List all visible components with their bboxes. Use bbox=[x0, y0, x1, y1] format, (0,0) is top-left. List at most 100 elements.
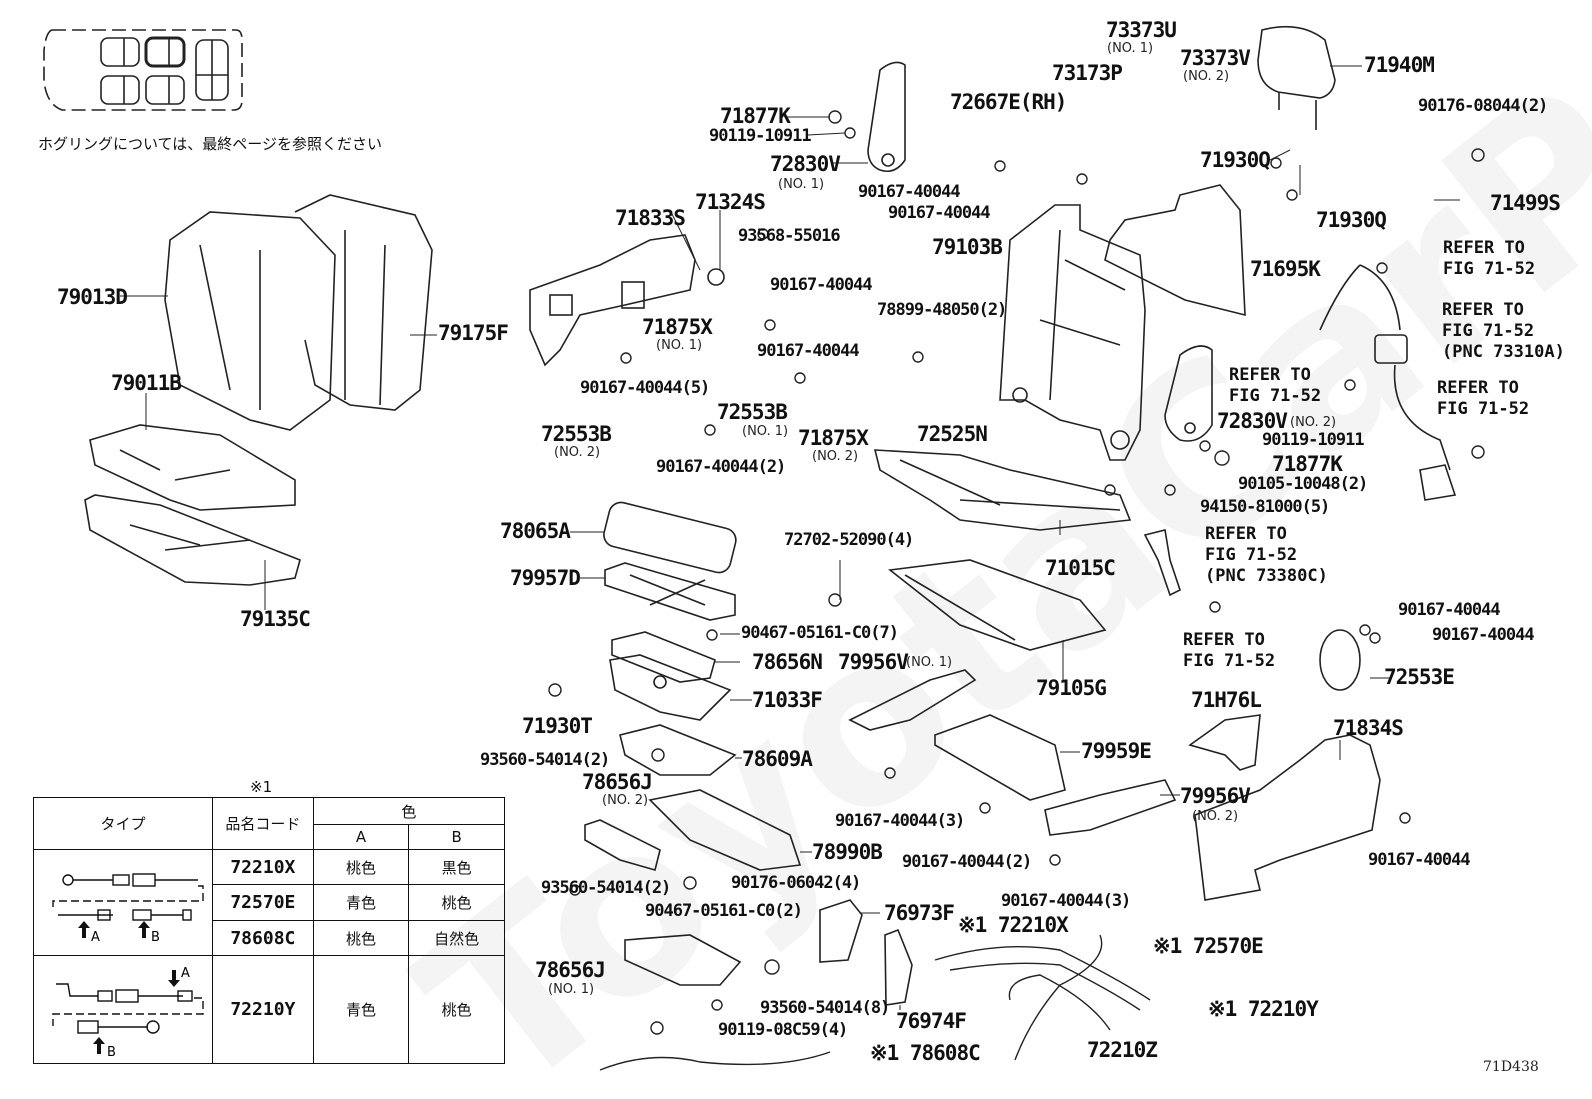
part-label-78990B[interactable]: 78990B bbox=[812, 840, 883, 864]
part-label-90467-05161-2[interactable]: 90467-05161-C0(2) bbox=[645, 901, 803, 921]
part-label-72210X[interactable]: ※1 72210X bbox=[958, 913, 1069, 937]
part-label-79956V-no1[interactable]: 79956V bbox=[838, 650, 909, 674]
part-label-90167-40044-d[interactable]: 90167-40044 bbox=[757, 341, 860, 361]
part-label-72702-52090[interactable]: 72702-52090(4) bbox=[784, 530, 914, 550]
part-label-90167-40044-3a[interactable]: 90167-40044(3) bbox=[835, 811, 965, 831]
part-label-72210Y[interactable]: ※1 72210Y bbox=[1208, 997, 1319, 1021]
bracket-71033F bbox=[609, 654, 732, 721]
part-label-72667E[interactable]: 72667E(RH) bbox=[950, 90, 1067, 114]
part-label-90105-10048[interactable]: 90105-10048(2) bbox=[1238, 474, 1368, 494]
part-label-79013D[interactable]: 79013D bbox=[57, 285, 128, 309]
part-label-90176-06042[interactable]: 90176-06042(4) bbox=[731, 873, 861, 893]
part-label-79105G[interactable]: 79105G bbox=[1036, 676, 1107, 700]
part-label-90119-10911-lower[interactable]: 90119-10911 bbox=[1262, 430, 1365, 450]
refer-note-retractor[interactable]: REFER TO FIG 71-52 (PNC 73310A) bbox=[1442, 300, 1565, 362]
cushion-frame-79957D bbox=[604, 562, 736, 621]
part-label-71H76L[interactable]: 71H76L bbox=[1191, 688, 1262, 712]
part-label-72553E[interactable]: 72553E bbox=[1384, 665, 1455, 689]
part-label-78656J-no2[interactable]: 78656J bbox=[582, 770, 653, 794]
part-label-79011B[interactable]: 79011B bbox=[111, 371, 182, 395]
part-label-71875X-no2[interactable]: 71875X bbox=[798, 426, 869, 450]
legend-row: A B 72210Y 青色 桃色 bbox=[33, 955, 505, 1064]
part-label-90167-40044-c[interactable]: 90167-40044 bbox=[770, 275, 873, 295]
part-label-90167-40044-e[interactable]: 90167-40044 bbox=[1398, 600, 1501, 620]
part-label-90467-05161-7[interactable]: 90467-05161-C0(7) bbox=[741, 623, 899, 643]
part-label-94150-81000[interactable]: 94150-81000(5) bbox=[1200, 497, 1330, 517]
part-label-71930T[interactable]: 71930T bbox=[522, 714, 593, 738]
refer-note-buckle-bolt[interactable]: REFER TO FIG 71-52 bbox=[1183, 630, 1276, 671]
legend-row: A B 72210X 桃色 黒色 bbox=[33, 849, 505, 956]
part-label-71930Q-a[interactable]: 71930Q bbox=[1200, 148, 1271, 172]
part-label-90167-40044-5[interactable]: 90167-40044(5) bbox=[580, 378, 710, 398]
part-label-90167-40044-2b[interactable]: 90167-40044(2) bbox=[902, 852, 1032, 872]
legend-header-code: 品名コード bbox=[211, 797, 314, 850]
legend-code[interactable]: 78608C bbox=[211, 920, 314, 956]
part-label-90119-10911-upper[interactable]: 90119-10911 bbox=[709, 126, 812, 146]
part-label-76974F[interactable]: 76974F bbox=[896, 1009, 967, 1033]
part-label-78656J-no1[interactable]: 78656J bbox=[535, 958, 606, 982]
part-label-90167-40044-b[interactable]: 90167-40044 bbox=[888, 203, 991, 223]
part-label-72830V-no2[interactable]: 72830V bbox=[1217, 409, 1288, 433]
refer-note-belt-anchor[interactable]: REFER TO FIG 71-52 bbox=[1443, 238, 1536, 279]
part-label-71877K-upper[interactable]: 71877K bbox=[720, 104, 791, 128]
part-label-79135C[interactable]: 79135C bbox=[240, 607, 311, 631]
part-label-93560-54014-8[interactable]: 93560-54014(8) bbox=[760, 998, 890, 1018]
part-label-71015C[interactable]: 71015C bbox=[1045, 556, 1116, 580]
legend-code[interactable]: 72570E bbox=[211, 884, 314, 921]
seat-side-shield-71834S bbox=[1194, 734, 1381, 901]
refer-note-buckle[interactable]: REFER TO FIG 71-52 (PNC 73380C) bbox=[1205, 524, 1328, 586]
part-label-78608C[interactable]: ※1 78608C bbox=[870, 1041, 981, 1065]
legend-code[interactable]: 72210Y bbox=[211, 955, 314, 1064]
part-label-93560-54014-2b[interactable]: 93560-54014(2) bbox=[541, 878, 671, 898]
part-label-79175F[interactable]: 79175F bbox=[438, 321, 509, 345]
part-label-93560-54014-2a[interactable]: 93560-54014(2) bbox=[480, 750, 610, 770]
part-label-90167-40044-2a[interactable]: 90167-40044(2) bbox=[656, 457, 786, 477]
cable-type-1-icon: A B bbox=[52, 872, 204, 945]
part-label-71695K[interactable]: 71695K bbox=[1250, 257, 1321, 281]
part-label-73373U[interactable]: 73373U bbox=[1106, 18, 1177, 42]
refer-note-lower-anchor[interactable]: REFER TO FIG 71-52 bbox=[1437, 378, 1530, 419]
part-label-72210Z[interactable]: 72210Z bbox=[1087, 1038, 1158, 1062]
part-label-78609A[interactable]: 78609A bbox=[742, 747, 813, 771]
legend-code[interactable]: 72210X bbox=[211, 849, 314, 885]
part-label-78899-48050[interactable]: 78899-48050(2) bbox=[877, 300, 1007, 320]
part-label-76973F[interactable]: 76973F bbox=[884, 901, 955, 925]
panel-76974F bbox=[884, 928, 913, 1006]
part-label-71834S[interactable]: 71834S bbox=[1333, 716, 1404, 740]
legend-color-a: 青色 bbox=[312, 955, 410, 1064]
bracket-71H76L bbox=[1188, 714, 1261, 771]
part-label-79956V-no2[interactable]: 79956V bbox=[1180, 784, 1251, 808]
refer-note-retractor-bolt[interactable]: REFER TO FIG 71-52 bbox=[1229, 365, 1322, 406]
part-label-72570E[interactable]: ※1 72570E bbox=[1153, 934, 1264, 958]
part-label-73173P[interactable]: 73173P bbox=[1052, 61, 1123, 85]
part-label-90167-40044-f[interactable]: 90167-40044 bbox=[1432, 625, 1535, 645]
part-label-79959E[interactable]: 79959E bbox=[1081, 739, 1152, 763]
part-label-72830V-no1[interactable]: 72830V bbox=[770, 152, 841, 176]
part-label-90167-40044-a[interactable]: 90167-40044 bbox=[858, 182, 961, 202]
part-label-90176-08044[interactable]: 90176-08044(2) bbox=[1418, 96, 1548, 116]
part-label-71877K-lower[interactable]: 71877K bbox=[1272, 452, 1343, 476]
part-label-71833S[interactable]: 71833S bbox=[615, 206, 686, 230]
part-label-78656N[interactable]: 78656N bbox=[752, 650, 823, 674]
part-label-71033F[interactable]: 71033F bbox=[752, 688, 823, 712]
part-label-79103B[interactable]: 79103B bbox=[932, 235, 1003, 259]
part-label-93568-55016[interactable]: 93568-55016 bbox=[738, 226, 841, 246]
part-label-71930Q-b[interactable]: 71930Q bbox=[1316, 208, 1387, 232]
part-label-71324S[interactable]: 71324S bbox=[695, 190, 766, 214]
part-label-78065A[interactable]: 78065A bbox=[500, 519, 571, 543]
part-label-90119-08C59[interactable]: 90119-08C59(4) bbox=[718, 1020, 848, 1040]
part-label-90167-40044-g[interactable]: 90167-40044 bbox=[1368, 850, 1471, 870]
part-label-72525N[interactable]: 72525N bbox=[917, 422, 988, 446]
part-label-90167-40044-3b[interactable]: 90167-40044(3) bbox=[1001, 891, 1131, 911]
seat-track-79105G bbox=[887, 559, 1107, 651]
part-label-71875X-no1[interactable]: 71875X bbox=[642, 315, 713, 339]
part-label-71940M[interactable]: 71940M bbox=[1364, 53, 1435, 77]
part-sub-78656J-no1: (NO. 1) bbox=[548, 982, 595, 997]
part-label-73373V[interactable]: 73373V bbox=[1180, 46, 1251, 70]
part-label-71499S[interactable]: 71499S bbox=[1490, 191, 1561, 215]
part-label-79957D[interactable]: 79957D bbox=[510, 566, 581, 590]
part-label-72553B-no1[interactable]: 72553B bbox=[717, 400, 788, 424]
seat-belt-assembly bbox=[1319, 264, 1457, 501]
part-label-72553B-no2[interactable]: 72553B bbox=[541, 422, 612, 446]
